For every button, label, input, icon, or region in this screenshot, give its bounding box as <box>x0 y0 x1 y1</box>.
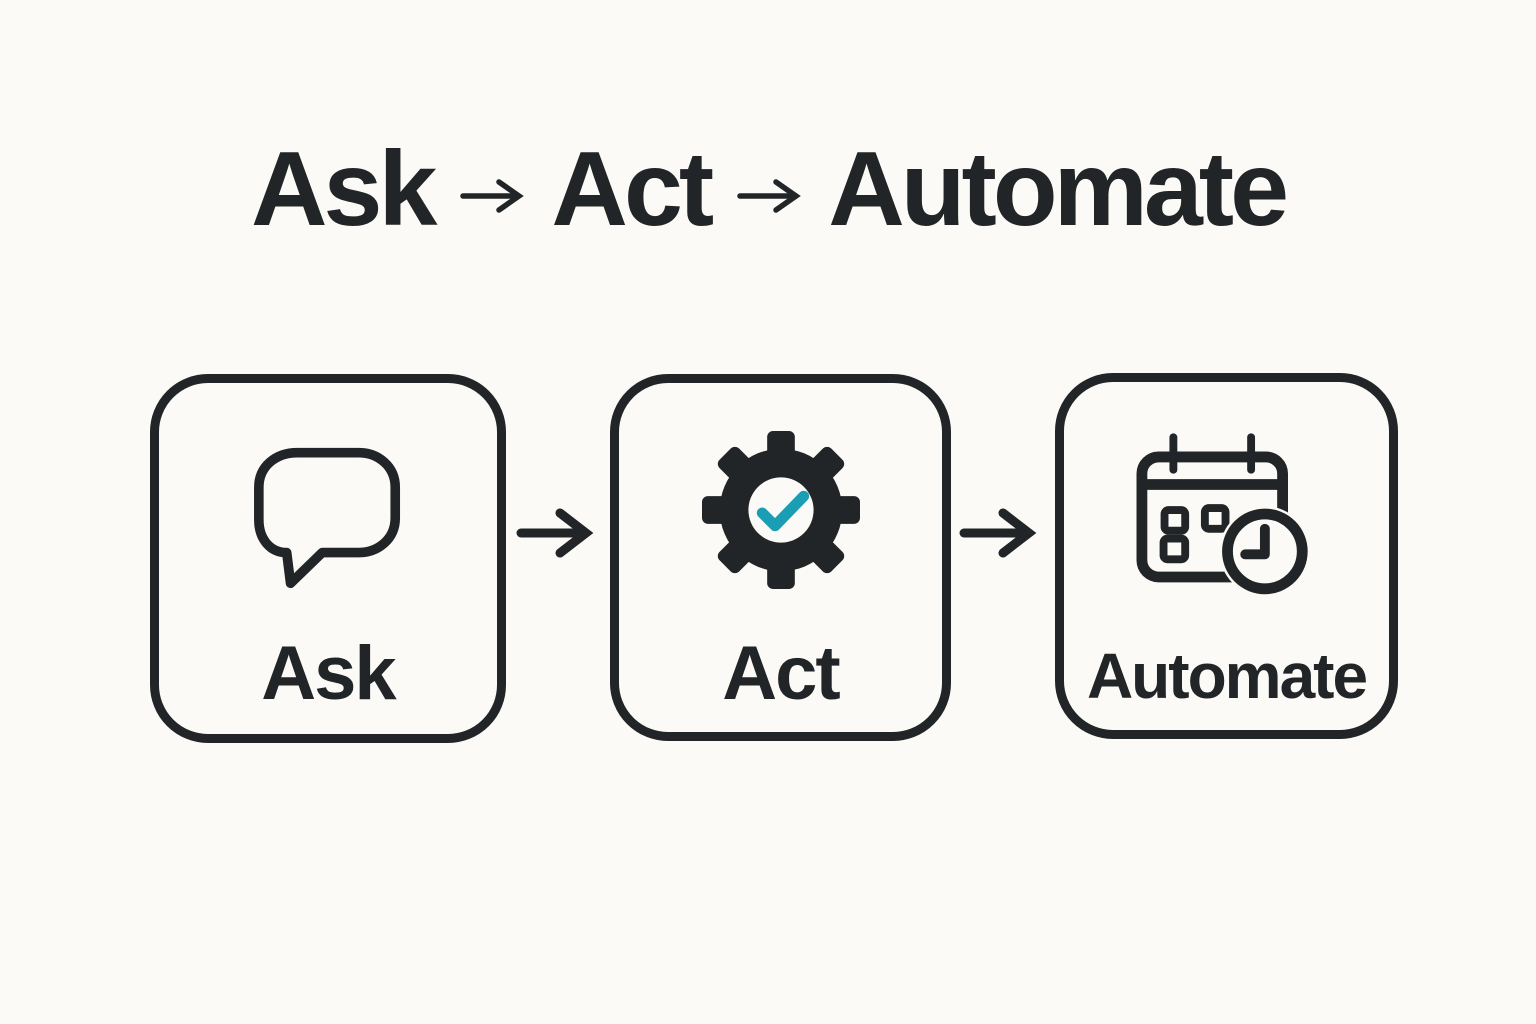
arrow-right-icon <box>460 179 525 213</box>
step-card-ask: Ask <box>150 374 506 743</box>
gear-check-icon <box>701 431 860 589</box>
arrow-right-icon <box>737 179 802 213</box>
step-label-ask: Ask <box>261 631 396 716</box>
step-card-act: Act <box>610 374 951 741</box>
arrow-right-icon <box>516 508 594 558</box>
speech-bubble-icon <box>251 445 405 591</box>
checkmark-icon <box>756 490 809 532</box>
calendar-clock-icon <box>1135 432 1318 598</box>
title-word-automate: Automate <box>828 130 1289 248</box>
title-word-ask: Ask <box>250 130 437 248</box>
page-title: Ask Act Automate <box>0 136 1536 242</box>
step-card-automate: Automate <box>1055 373 1398 739</box>
step-label-automate: Automate <box>1086 640 1368 712</box>
step-label-act: Act <box>722 631 840 716</box>
arrow-right-icon <box>959 508 1037 558</box>
clock-hands-icon <box>1239 523 1270 560</box>
title-word-act: Act <box>551 130 714 248</box>
